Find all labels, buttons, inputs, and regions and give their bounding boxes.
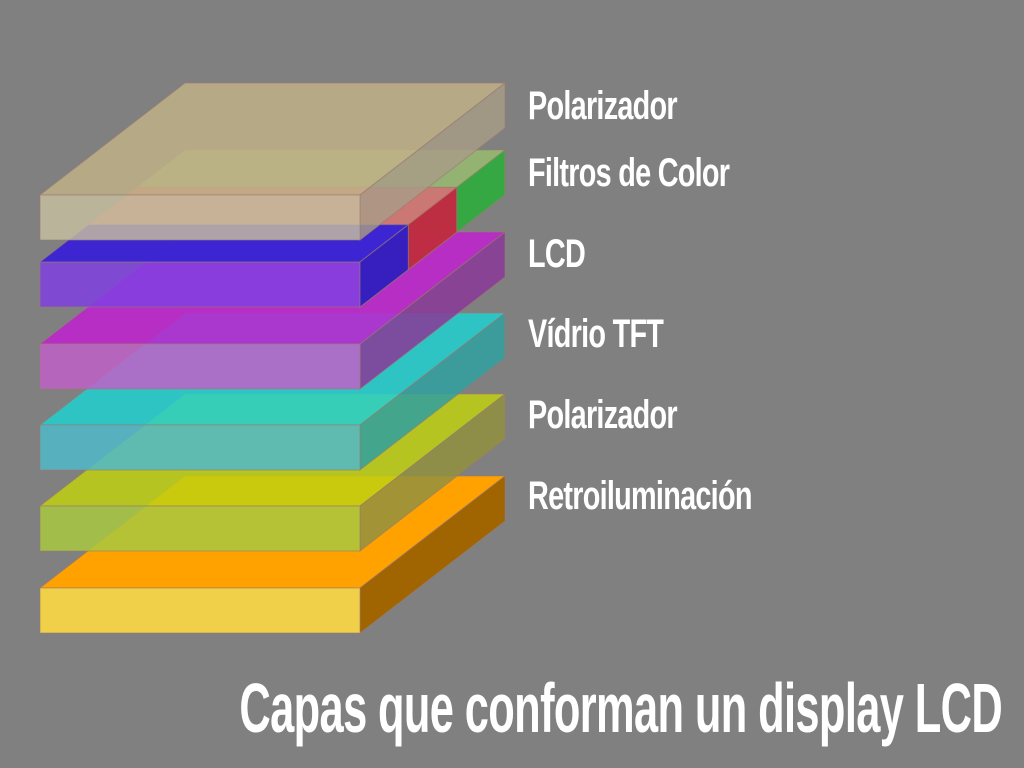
label-filtros-de-color: Filtros de Color (528, 151, 730, 195)
label-polarizador-top: Polarizador (528, 84, 678, 128)
label-lcd: LCD (528, 232, 586, 276)
color-filter-side-stripe-2 (359, 223, 409, 309)
layer-6-front-face (39, 587, 361, 634)
layer-0-front-face (39, 194, 361, 241)
label-retroiluminacion: Retroiluminación (528, 474, 752, 518)
label-vidrio-tft: Vídrio TFT (528, 312, 664, 356)
layer-5-front-face (39, 505, 361, 552)
layer-2-front-face (39, 261, 361, 308)
label-polarizador-bottom: Polarizador (528, 393, 678, 437)
layer-4-front-face (39, 424, 361, 471)
layer-3-front-face (39, 343, 361, 390)
diagram-title: Capas que conforman un display LCD (239, 669, 1002, 747)
